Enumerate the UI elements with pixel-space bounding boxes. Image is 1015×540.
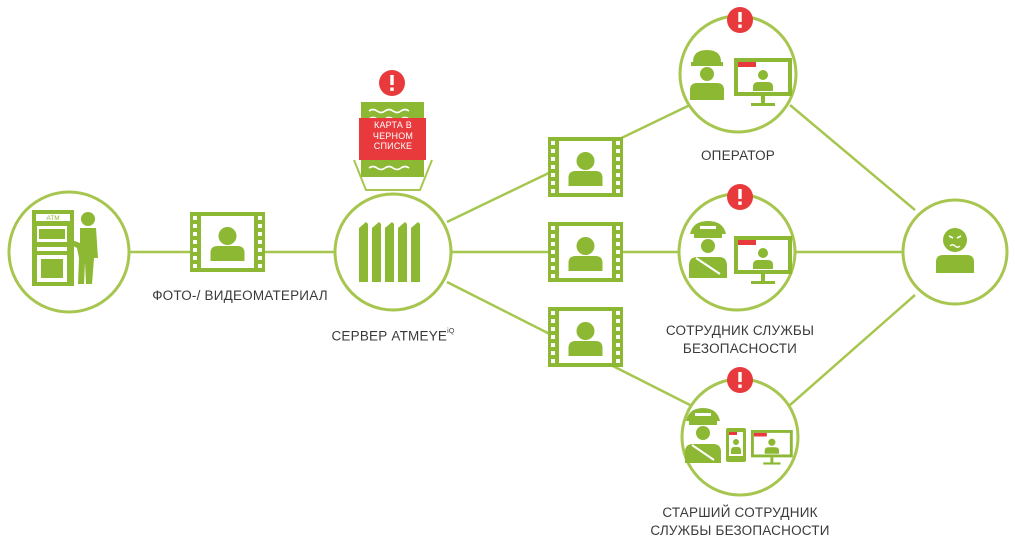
video-frame-operator-icon (548, 137, 623, 197)
video-frame-security-icon (548, 222, 623, 282)
blacklist-card (353, 70, 433, 191)
atm-node: ATM (7, 190, 131, 314)
security-guard-monitor-icon (689, 221, 792, 284)
connector-lines (130, 103, 916, 407)
server-node (333, 192, 453, 312)
line-operator-suspect (789, 104, 916, 211)
security-node (677, 184, 797, 312)
line-senior-suspect (789, 294, 916, 406)
svg-text:ATM: ATM (46, 215, 59, 222)
suspect-node (901, 198, 1009, 306)
operator-alert-icon (727, 7, 753, 33)
senior-security-node (680, 367, 800, 497)
operator-node (678, 7, 798, 134)
video-frame-icon (190, 212, 265, 272)
video-frame-senior-icon (548, 307, 623, 367)
server-label: СЕРВЕР ATMEYEiQ (331, 328, 455, 344)
senior-alert-icon (727, 367, 753, 393)
operator-monitor-icon (690, 50, 792, 106)
atm-user-icon: ATM (32, 210, 98, 286)
security-label: СОТРУДНИК СЛУЖБЫ БЕЗОПАСНОСТИ (665, 323, 815, 356)
blacklist-card-text: КАРТА В ЧЕРНОМ СПИСКЕ (372, 120, 414, 151)
security-alert-icon (727, 184, 753, 210)
server-alert-icon (379, 70, 405, 96)
operator-label: ОПЕРАТОР (700, 148, 775, 163)
server-icon (359, 222, 420, 282)
senior-security-label: СТАРШИЙ СОТРУДНИК СЛУЖБЫ БЕЗОПАСНОСТИ (650, 505, 830, 538)
angry-person-icon (936, 228, 974, 273)
video-label: ФОТО-/ ВИДЕОМАТЕРИАЛ (152, 288, 328, 303)
senior-guard-phone-monitor-icon (685, 408, 793, 465)
